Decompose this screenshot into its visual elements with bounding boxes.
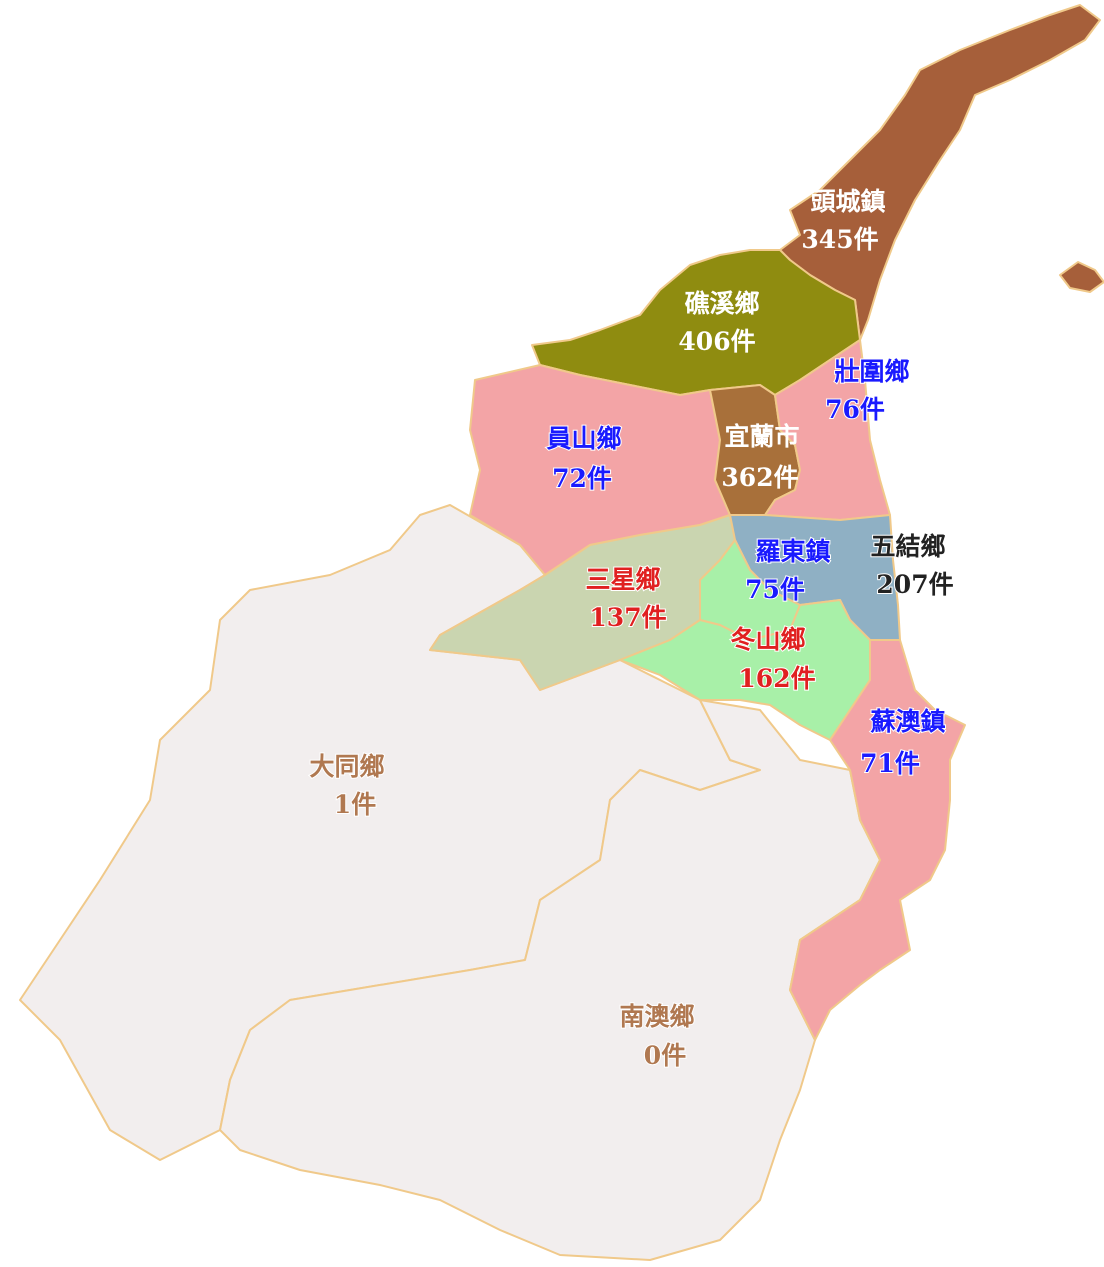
region-labels: 頭城鎮 345件 礁溪鄉 406件 壯圍鄉 76件 宜蘭市 362件 員山鄉 7…: [308, 187, 954, 1071]
region-shapes: [19, 4, 1104, 1261]
label-toucheng-count: 345件: [801, 225, 878, 254]
label-datong-name: 大同鄉: [309, 752, 384, 781]
label-jiaoxi-name: 礁溪鄉: [684, 289, 759, 318]
label-yuanshan-name: 員山鄉: [546, 424, 621, 453]
label-suao-count: 71件: [860, 749, 920, 778]
label-luodong-name: 羅東鎮: [755, 537, 830, 566]
label-wujie-name: 五結鄉: [870, 532, 945, 561]
label-sanxing-name: 三星鄉: [585, 565, 660, 594]
region-suao[interactable]: [789, 639, 966, 1041]
label-zhuangwei-count: 76件: [825, 395, 885, 424]
label-yuanshan-count: 72件: [552, 464, 612, 493]
region-zhuangwei[interactable]: [764, 339, 891, 521]
label-datong-count: 1件: [334, 790, 376, 819]
label-zhuangwei-name: 壯圍鄉: [834, 357, 909, 386]
label-dongshan-name: 冬山鄉: [730, 625, 805, 654]
label-jiaoxi-count: 406件: [678, 327, 755, 356]
label-yilan-name: 宜蘭市: [724, 422, 799, 451]
label-nanao-count: 0件: [644, 1041, 686, 1070]
label-dongshan-count: 162件: [738, 664, 815, 693]
label-luodong-count: 75件: [745, 575, 805, 604]
label-yilan-count: 362件: [721, 463, 798, 492]
label-wujie-count: 207件: [876, 570, 953, 599]
label-sanxing-count: 137件: [589, 603, 666, 632]
region-toucheng-island[interactable]: [1059, 261, 1104, 293]
label-toucheng-name: 頭城鎮: [810, 187, 885, 216]
label-suao-name: 蘇澳鎮: [869, 707, 945, 736]
label-nanao-name: 南澳鄉: [619, 1002, 694, 1031]
